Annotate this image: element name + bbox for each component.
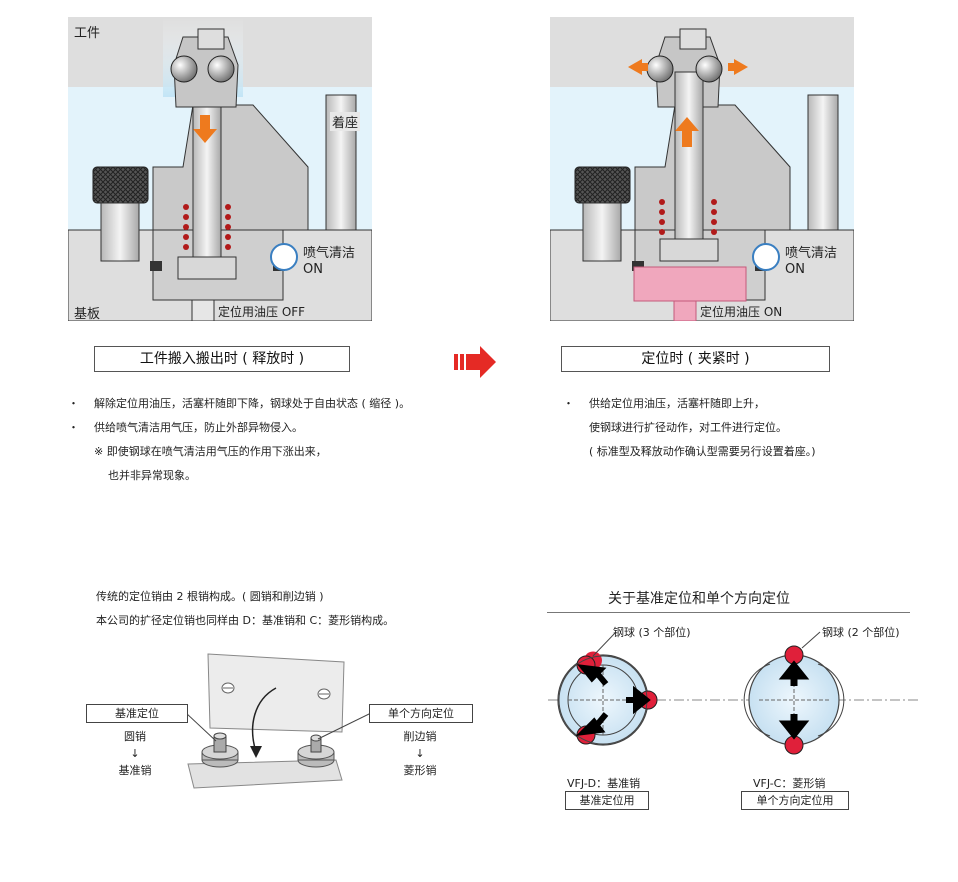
clamp-bullet-1: ・ 供给定位用油压，活塞杆随即上升， — [563, 392, 816, 416]
pin-top-view-diagram — [548, 622, 918, 762]
caption-clamp: 定位时 ( 夹紧时 ) — [561, 346, 830, 372]
air-blow-on-right: ON — [785, 262, 805, 277]
vfj-c-box: 单个方向定位用 — [741, 791, 849, 810]
right-mechanism-svg — [549, 17, 855, 322]
air-blow-text-right: 喷气清洁 — [785, 246, 838, 261]
down-arrow-ref: ↓ — [130, 747, 140, 760]
clamp-bullet-text-1: 供给定位用油压，活塞杆随即上升， — [589, 397, 765, 410]
arrow-out-left — [628, 59, 648, 75]
bolt-head — [92, 166, 149, 204]
pin-top-view-svg — [548, 631, 918, 755]
reference-labels: 圆销 ↓ 基准销 — [110, 728, 160, 779]
clamp-note-1: 使钢球进行扩径动作，对工件进行定位。 — [589, 421, 787, 434]
vfj-c-label: VFJ-C：菱形销 — [753, 777, 826, 790]
title-underline — [547, 612, 910, 613]
vfj-d-box: 基准定位用 — [565, 791, 649, 810]
mounting-arrow — [251, 687, 277, 753]
diamond-pin-label: 菱形销 — [403, 764, 437, 777]
positioning-title: 关于基准定位和单个方向定位 — [608, 591, 790, 607]
bullet-dot: ・ — [68, 397, 79, 410]
leader-lines-svg — [185, 712, 372, 742]
arrow-c-2 — [778, 714, 810, 740]
label-oil-right: 定位用油压 ON — [700, 305, 783, 319]
oil-chamber-pressurized — [633, 266, 747, 302]
conventional-pin-text: 传统的定位销由 2 根销构成。( 圆销和削边销 ) — [96, 590, 324, 603]
bolt-shank — [100, 202, 140, 262]
down-arrow — [193, 115, 217, 143]
label-air-blow-left: 喷气清洁 ON — [303, 246, 355, 278]
steel-ball-right — [207, 55, 235, 83]
arrow-d-2 — [626, 685, 651, 715]
label-base-plate: 基板 — [74, 307, 101, 322]
steel-ball-left — [170, 55, 198, 83]
arrow-d-1 — [577, 664, 609, 686]
workpiece-assembly-svg — [187, 653, 345, 789]
reference-positioning-box: 基准定位 — [86, 704, 188, 723]
arrow-out-right — [728, 59, 748, 75]
round-pin-label: 圆销 — [124, 730, 146, 743]
release-bullet-text-1: 解除定位用油压，活塞杆随即下降，钢球处于自由状态 ( 缩径 )。 — [94, 397, 411, 410]
single-direction-box: 单个方向定位 — [369, 704, 473, 723]
right-mechanism-diagram — [549, 17, 855, 322]
workpiece-plate — [207, 653, 345, 733]
release-bullet-text-2: 供给喷气清洁用气压，防止外部异物侵入。 — [94, 421, 303, 434]
up-arrow — [675, 117, 699, 147]
label-workpiece: 工件 — [74, 26, 101, 41]
release-bullet-2: ・ 供给喷气清洁用气压，防止外部异物侵入。 — [68, 416, 410, 440]
clamp-note-2: ( 标准型及释放动作确认型需要另行设置着座。) — [589, 445, 816, 458]
piston — [177, 256, 237, 280]
spring-coils — [183, 204, 231, 250]
label-air-blow-right: 喷气清洁 ON — [785, 246, 837, 278]
reference-pin-label: 基准销 — [118, 764, 152, 777]
cut-pin-label: 削边销 — [403, 730, 437, 743]
direction-labels: 削边销 ↓ 菱形销 — [395, 728, 445, 779]
ball-d-label: 钢球 (3 个部位) — [613, 626, 691, 639]
transition-arrow — [454, 346, 496, 382]
label-seat: 着座 — [330, 112, 361, 131]
transition-arrow-svg — [454, 346, 496, 378]
release-bullets: ・解除定位用油压，活塞杆随即下降，钢球处于自由状态 ( 缩径 )。 ・供给喷气清… — [68, 392, 410, 488]
air-port — [270, 243, 298, 271]
oil-line — [191, 299, 215, 322]
company-pin-text: 本公司的扩径定位销也同样由 D：基准销和 C：菱形销构成。 — [96, 614, 395, 627]
bullet-dot: ・ — [68, 421, 79, 434]
workpiece-assembly-diagram — [186, 648, 346, 794]
arrow-d-3 — [575, 712, 609, 737]
air-blow-on-left: ON — [303, 262, 323, 277]
vfj-d-label: VFJ-D：基准销 — [567, 777, 641, 790]
leader-lines — [185, 712, 376, 757]
bullet-dot: ・ — [563, 397, 574, 410]
clamp-bullets: ・ 供给定位用油压，活塞杆随即上升， 使钢球进行扩径动作，对工件进行定位。 ( 标… — [563, 392, 816, 464]
arrow-c-1 — [778, 660, 810, 686]
release-bullet-1: ・ 解除定位用油压，活塞杆随即下降，钢球处于自由状态 ( 缩径 )。 — [68, 392, 410, 416]
caption-release: 工件搬入搬出时 ( 释放时 ) — [94, 346, 350, 372]
air-blow-text-left: 喷气清洁 — [303, 246, 356, 261]
release-note-1: ※ 即使钢球在喷气清洁用气压的作用下涨出来， — [94, 445, 327, 458]
label-oil-left: 定位用油压 OFF — [218, 305, 306, 319]
release-note-2: 也并非异常现象。 — [108, 469, 196, 482]
ball-c-label: 钢球 (2 个部位) — [822, 626, 900, 639]
down-arrow-dir: ↓ — [415, 747, 425, 760]
